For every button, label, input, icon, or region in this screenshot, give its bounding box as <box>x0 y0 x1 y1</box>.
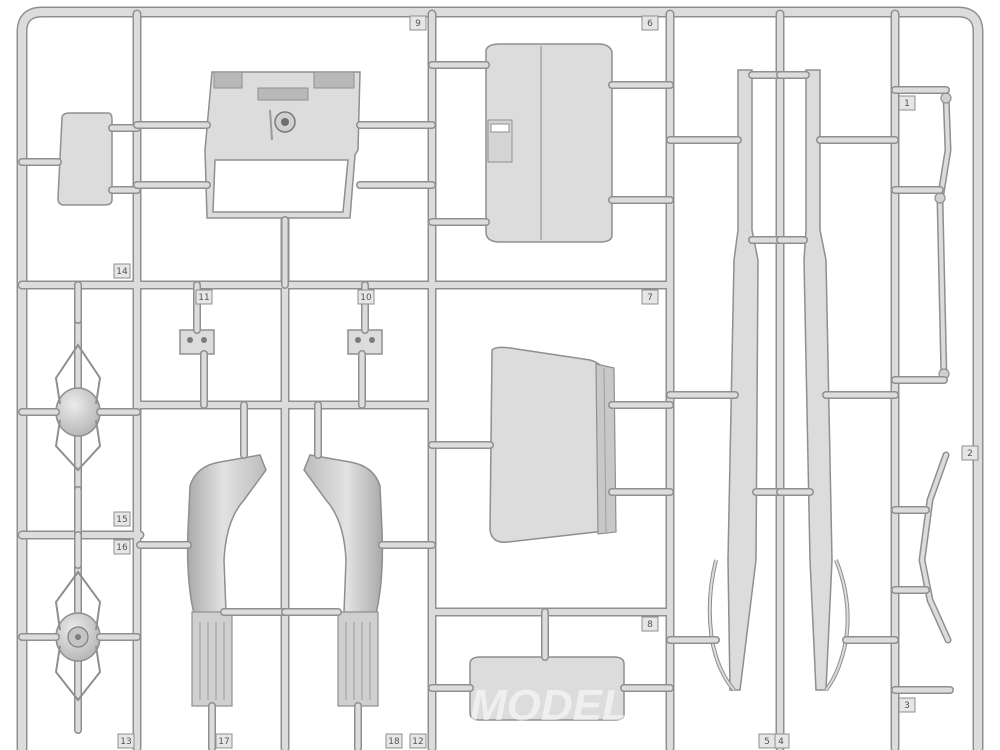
svg-text:17: 17 <box>218 737 229 747</box>
part-number-tab: 4 <box>772 733 790 749</box>
part-small-door-panel <box>57 112 113 206</box>
part-number-tab: 1 <box>898 95 916 111</box>
part-number-tab: 18 <box>385 733 403 749</box>
sprue-gates <box>18 61 954 750</box>
svg-text:10: 10 <box>360 293 372 303</box>
kit-parts <box>54 43 952 734</box>
part-number-tab: 7 <box>641 289 659 305</box>
svg-text:9: 9 <box>415 19 421 29</box>
part-number-tab: 9 <box>409 15 427 31</box>
svg-text:3: 3 <box>904 701 910 711</box>
svg-text:14: 14 <box>116 267 128 277</box>
part-number-tab: 8 <box>641 616 659 632</box>
part-number-tab: 5 <box>758 733 776 749</box>
part-chassis-rail-right <box>803 69 850 692</box>
part-fender-right <box>303 454 384 707</box>
part-drag-link <box>918 451 952 644</box>
watermark-text: MODEL <box>470 681 629 730</box>
part-number-tab: 3 <box>898 697 916 713</box>
part-number-tab: 13 <box>117 733 135 749</box>
part-number-tab: 12 <box>409 733 427 749</box>
svg-text:1: 1 <box>904 99 910 109</box>
part-number-tab: 2 <box>961 445 979 461</box>
svg-text:18: 18 <box>388 737 400 747</box>
part-number-tabs: 1 2 3 4 5 6 7 8 9 10 11 12 13 14 15 16 1… <box>113 15 979 749</box>
part-number-tab: 17 <box>215 733 233 749</box>
part-large-panel-middle <box>489 346 617 543</box>
part-number-tab: 10 <box>357 289 375 305</box>
part-axle-housing-upper <box>54 316 102 494</box>
part-fender-left <box>186 454 267 707</box>
part-firewall <box>204 71 361 219</box>
part-chassis-rail-left <box>707 69 759 692</box>
part-number-tab: 14 <box>113 263 131 279</box>
part-number-tab: 15 <box>113 511 131 527</box>
svg-text:13: 13 <box>120 737 131 747</box>
svg-text:2: 2 <box>967 449 973 459</box>
part-number-tab: 11 <box>195 289 213 305</box>
part-number-tab: 16 <box>113 539 131 555</box>
part-large-panel-top <box>485 43 613 243</box>
svg-text:5: 5 <box>764 737 770 747</box>
part-axle-housing-lower <box>54 561 102 734</box>
part-tie-rod <box>934 91 952 384</box>
part-number-tab: 6 <box>641 15 659 31</box>
svg-text:7: 7 <box>647 293 653 303</box>
part-bottom-panel <box>469 656 625 721</box>
svg-text:16: 16 <box>116 543 128 553</box>
svg-text:11: 11 <box>198 293 209 303</box>
svg-text:12: 12 <box>412 737 423 747</box>
svg-text:4: 4 <box>778 737 784 747</box>
svg-text:6: 6 <box>647 19 653 29</box>
svg-text:8: 8 <box>647 620 653 630</box>
svg-text:15: 15 <box>116 515 127 525</box>
runner-frame <box>16 6 984 750</box>
